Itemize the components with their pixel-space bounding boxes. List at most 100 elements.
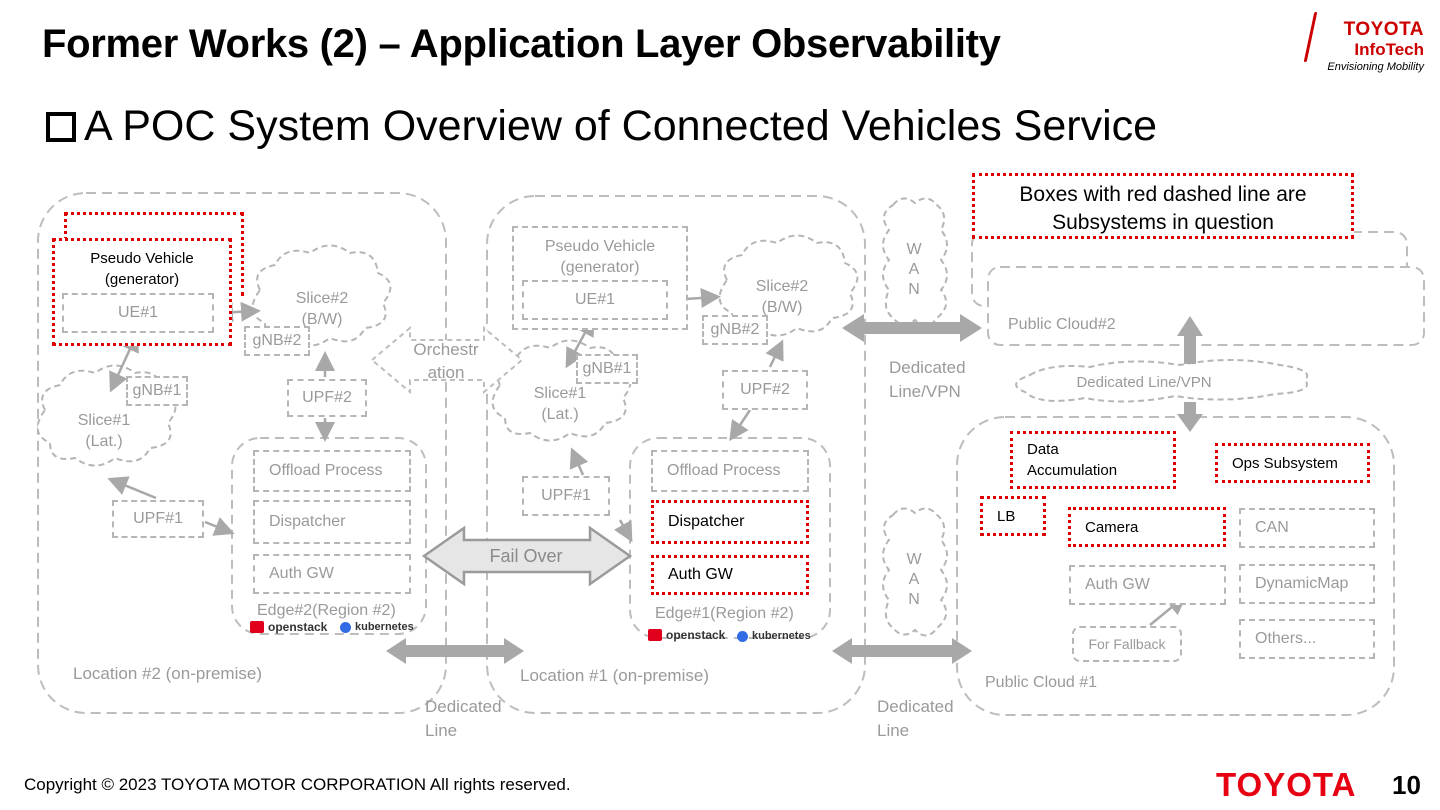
kubernetes-icon	[340, 621, 351, 633]
loc2-offload-box: Offload Process	[253, 450, 411, 492]
loc1-upf2-box: UPF#2	[722, 370, 808, 410]
legend-note: Boxes with red dashed line are Subsystem…	[972, 173, 1354, 239]
dedicated-line2-arrow	[832, 638, 972, 664]
toyota-footer-logo: TOYOTA	[1216, 766, 1357, 803]
loc2-slice2-label: Slice#2 (B/W)	[282, 288, 362, 330]
loc1-authgw-box: Auth GW	[651, 555, 809, 595]
dedicated-vpn-l1: Dedicated	[889, 358, 966, 377]
loc2-pseudo-vehicle-label: Pseudo Vehicle (generator)	[52, 248, 232, 290]
loc1-edge-label: Edge#1(Region #2)	[655, 605, 794, 622]
loc1-gnb1-box: gNB#1	[576, 354, 638, 384]
loc1-pseudo-vehicle-label: Pseudo Vehicle (generator)	[545, 228, 655, 278]
logo-line1: TOYOTA	[1343, 19, 1424, 40]
camera-box: Camera	[1068, 507, 1226, 547]
orchestration-line2: ation	[427, 363, 465, 382]
wan-top-w: W	[906, 241, 922, 258]
loc1-slice1-line2: (Lat.)	[541, 406, 579, 423]
dedicated-line-label-left: Dedicated Line	[425, 695, 502, 743]
orchestration-label: Orchestr ation	[400, 338, 492, 384]
loc2-kubernetes-logo: kubernetes	[340, 621, 414, 633]
loc1-pv-line1: Pseudo Vehicle	[544, 238, 656, 255]
loc2-pv-line2: (generator)	[104, 271, 180, 288]
cloud1-authgw-box: Auth GW	[1069, 565, 1226, 605]
openstack-icon	[250, 621, 264, 633]
page-title: Former Works (2) – Application Layer Obs…	[42, 22, 1001, 66]
cloud-link-cloud	[1015, 359, 1309, 403]
lb-box: LB	[980, 496, 1046, 536]
dedicated-line-arrow	[386, 638, 524, 664]
public-cloud2-container	[987, 266, 1425, 346]
ops-subsystem-box: Ops Subsystem	[1215, 443, 1370, 483]
loc1-upf1-edge-arrow	[613, 519, 633, 543]
dedicated-line-right-l1: Dedicated	[877, 697, 954, 716]
location1-container	[486, 195, 866, 714]
dynamicmap-box: DynamicMap	[1239, 564, 1375, 604]
loc1-dispatcher-box: Dispatcher	[651, 500, 809, 544]
wan-top-n: N	[908, 281, 920, 298]
dedicated-line-left-l2: Line	[425, 721, 458, 740]
dedicated-vpn-arrow	[842, 314, 982, 342]
failover-label: Fail Over	[489, 546, 563, 566]
orchestration-line1: Orchestr	[413, 340, 479, 359]
loc2-slice2-line1: Slice#2	[295, 290, 349, 307]
loc1-openstack-logo: openstack	[648, 628, 725, 642]
wan-bottom-cloud	[882, 507, 948, 637]
data-accumulation-box: Data Accumulation	[1010, 431, 1176, 489]
loc1-gnb2-box: gNB#2	[702, 315, 768, 345]
dedicated-line-label-right: Dedicated Line	[877, 695, 954, 743]
loc2-pv-line1: Pseudo Vehicle	[90, 250, 194, 267]
wan-bottom-n: N	[908, 591, 920, 608]
bullet-square-icon	[46, 111, 76, 142]
loc1-kubernetes-text: kubernetes	[752, 630, 811, 642]
public-cloud1-label: Public Cloud #1	[985, 674, 1098, 691]
kubernetes-icon	[737, 630, 748, 642]
loc2-upf2-box: UPF#2	[287, 379, 367, 417]
loc2-kubernetes-text: kubernetes	[355, 621, 414, 633]
loc1-upf2-edge-arrow	[729, 409, 752, 442]
public-cloud1-container	[956, 416, 1395, 716]
loc1-openstack-text: openstack	[666, 628, 726, 642]
dedicated-line-left-l1: Dedicated	[425, 697, 502, 716]
copyright: Copyright © 2023 TOYOTA MOTOR CORPORATIO…	[24, 775, 571, 794]
location1-label: Location #1 (on-premise)	[520, 666, 709, 685]
note-line2: Subsystems in question	[1052, 211, 1274, 234]
loc1-upf1-slice1-arrow	[569, 447, 589, 476]
fallback-callout: For Fallback	[1072, 626, 1182, 662]
toyota-infotech-logo: TOYOTA InfoTech Envisioning Mobility	[1316, 20, 1424, 74]
cloud2-vertical-arrow	[1177, 316, 1203, 364]
loc2-gnb2-box: gNB#2	[244, 326, 310, 356]
logo-tagline: Envisioning Mobility	[1327, 61, 1424, 73]
loc1-ue-box: UE#1	[522, 280, 668, 320]
loc2-upf1-slice1-arrow	[107, 476, 157, 500]
loc2-authgw-box: Auth GW	[253, 554, 411, 594]
orchestration-arrow	[370, 325, 524, 395]
loc1-pv-line2: (generator)	[560, 259, 640, 276]
loc1-kubernetes-logo: kubernetes	[737, 630, 811, 642]
data-acc-line2: Accumulation	[1027, 462, 1118, 479]
cloud1-vertical-arrow	[1177, 402, 1203, 432]
loc2-dispatcher-box: Dispatcher	[253, 500, 411, 544]
cloud-link-label: Dedicated Line/VPN	[1076, 374, 1212, 391]
loc2-slice1-line2: (Lat.)	[85, 433, 123, 450]
can-box: CAN	[1239, 508, 1375, 548]
loc2-openstack-text: openstack	[268, 620, 328, 634]
loc2-gnb1-box: gNB#1	[126, 376, 188, 406]
page-number: 10	[1392, 770, 1421, 800]
loc1-slice1-line1: Slice#1	[533, 385, 587, 402]
loc1-slice2-line1: Slice#2	[755, 278, 809, 295]
data-accumulation-label: Data Accumulation	[1027, 439, 1117, 481]
dedicated-line-right-l2: Line	[877, 721, 910, 740]
loc1-upf2-slice2-arrow	[765, 339, 784, 368]
loc2-slice2-line2: (B/W)	[301, 311, 343, 328]
loc1-offload-box: Offload Process	[651, 450, 809, 492]
data-acc-line1: Data	[1027, 441, 1059, 458]
location2-container	[37, 192, 447, 714]
wan-bottom-w: W	[906, 551, 922, 568]
wan-bottom-label: W A N	[900, 550, 928, 610]
subtitle: A POC System Overview of Connected Vehic…	[46, 102, 1157, 151]
loc1-slice2-label: Slice#2 (B/W)	[742, 276, 822, 318]
public-cloud2-label: Public Cloud#2	[1008, 316, 1116, 333]
others-box: Others...	[1239, 619, 1375, 659]
loc1-slice1-label: Slice#1 (Lat.)	[520, 383, 600, 425]
loc2-edge-label: Edge#2(Region #2)	[257, 602, 396, 619]
